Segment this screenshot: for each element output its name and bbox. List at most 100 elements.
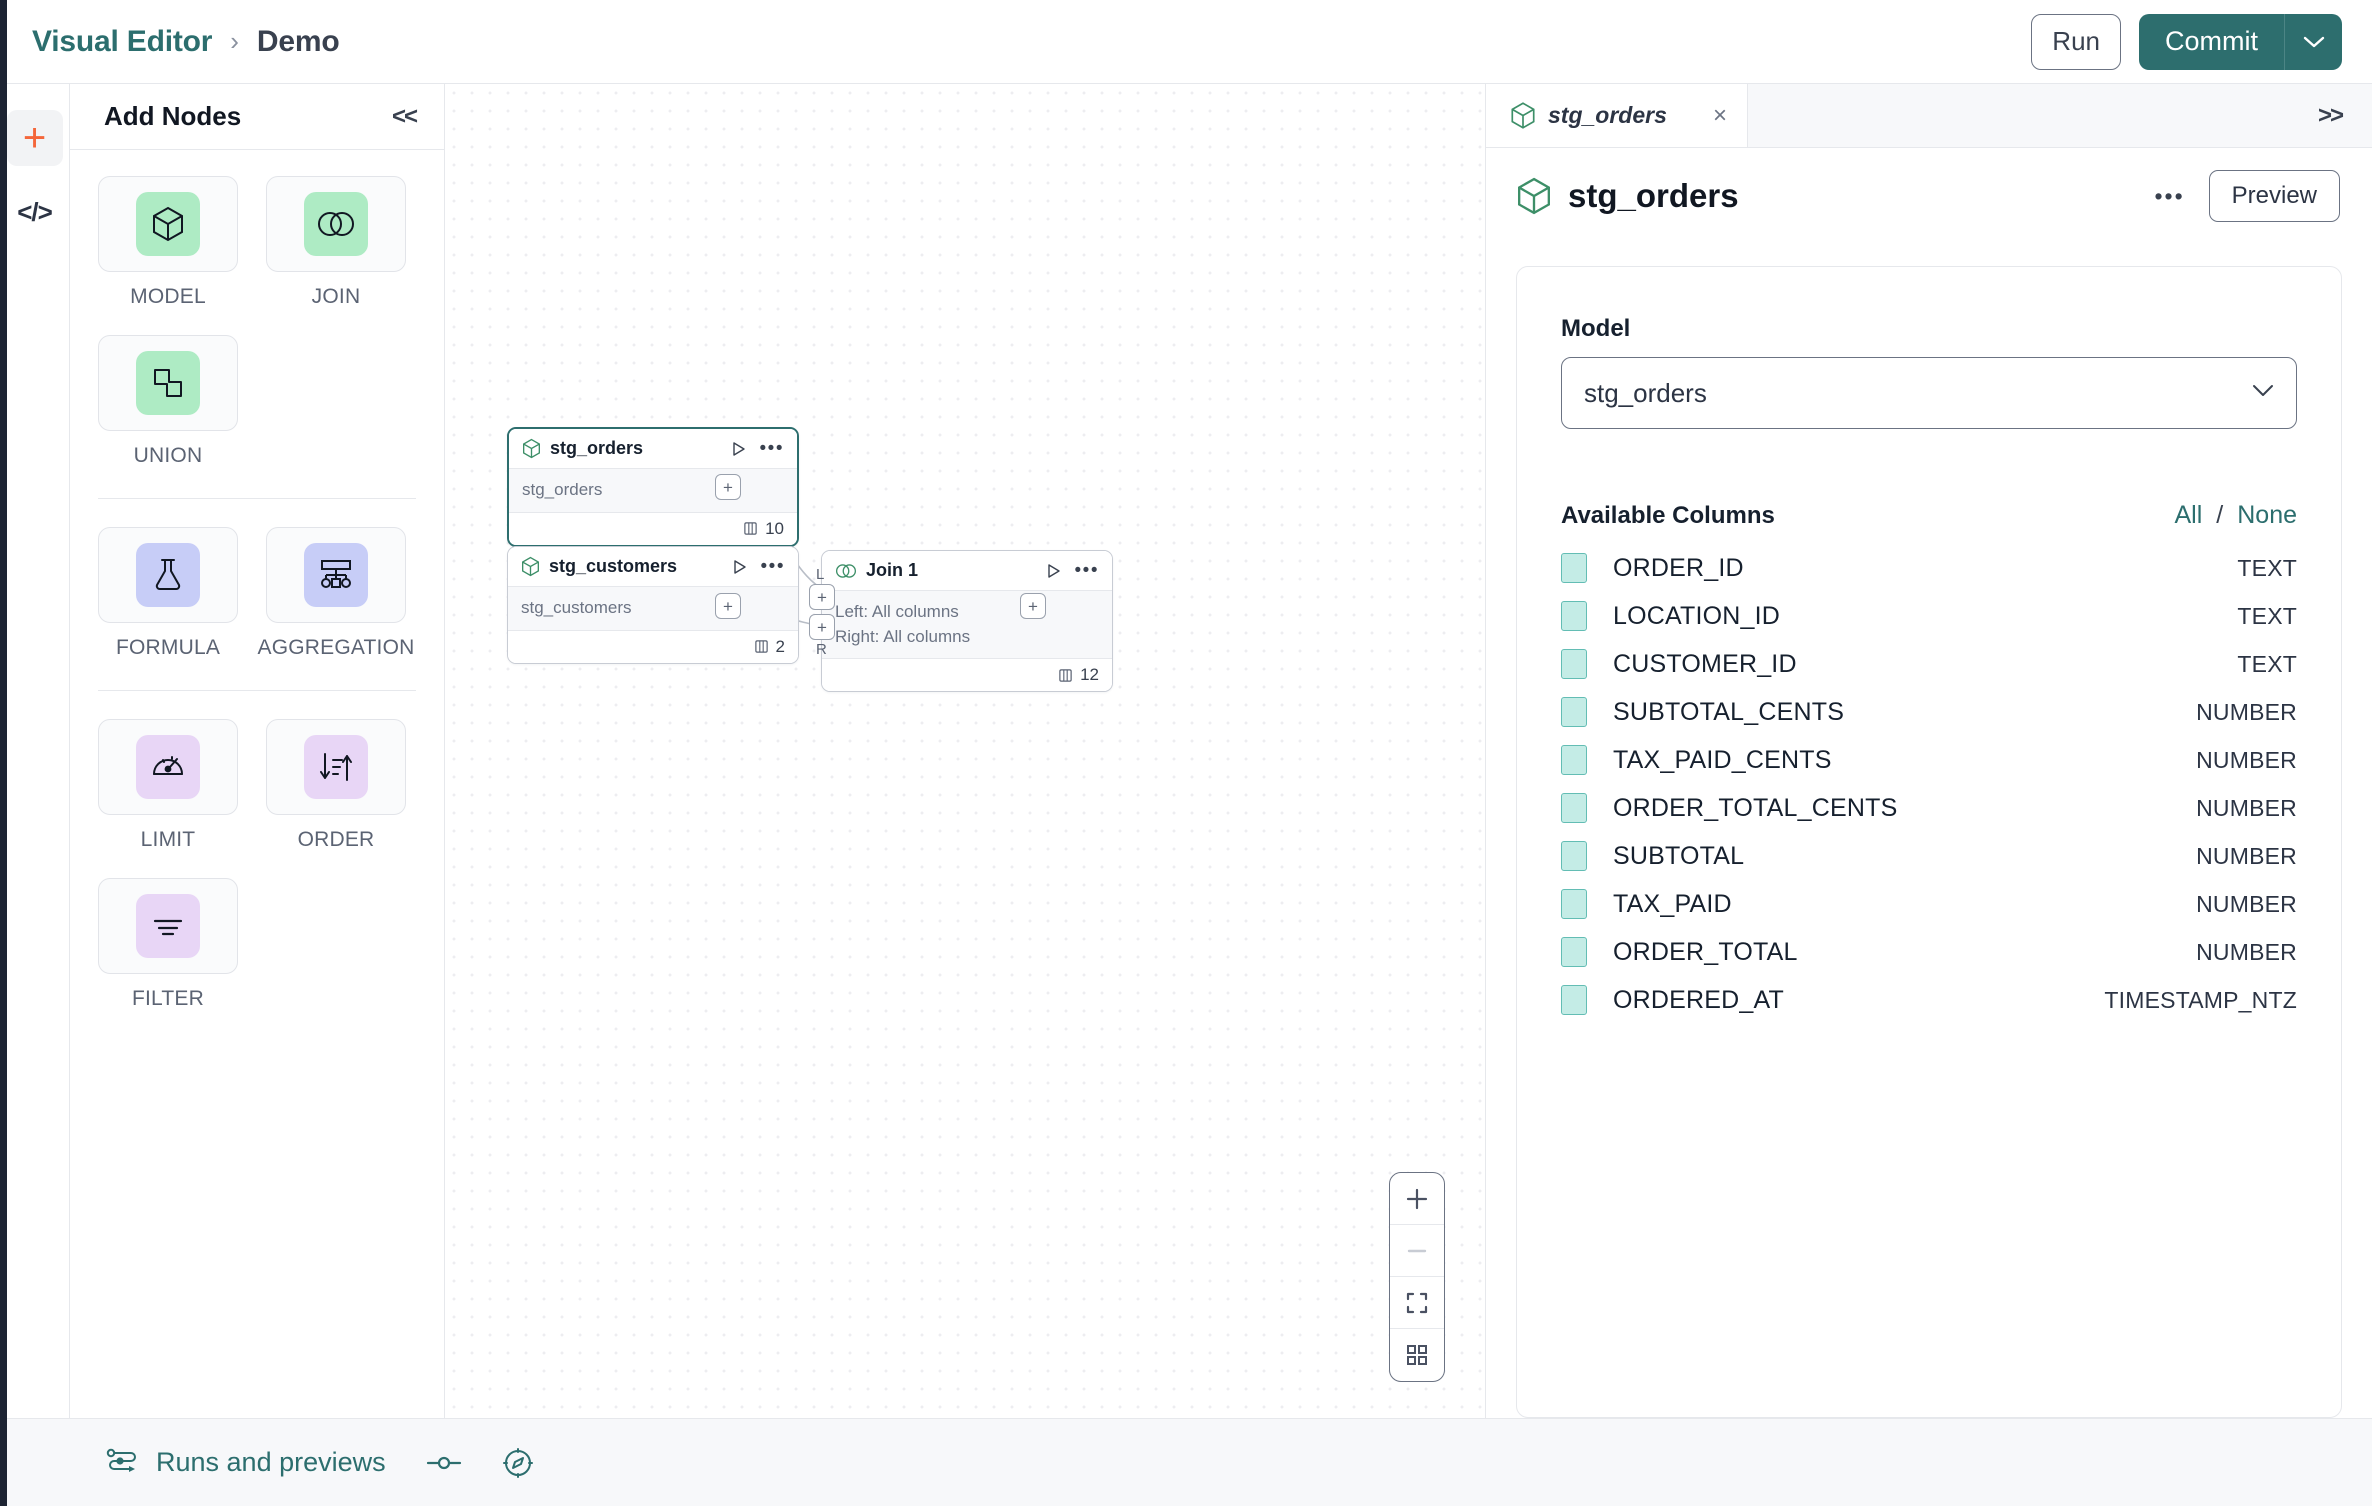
node-actions: •••: [1046, 559, 1099, 581]
palette-tile-filter[interactable]: [98, 878, 238, 974]
input-port-join-right[interactable]: +: [809, 614, 835, 640]
list-item[interactable]: SUBTOTAL NUMBER: [1561, 832, 2297, 880]
list-item[interactable]: ORDER_TOTAL_CENTS NUMBER: [1561, 784, 2297, 832]
runs-and-previews-button[interactable]: Runs and previews: [105, 1447, 386, 1478]
list-item[interactable]: ORDERED_AT TIMESTAMP_NTZ: [1561, 976, 2297, 1024]
add-nodes-title: Add Nodes: [104, 101, 242, 131]
list-item[interactable]: CUSTOMER_ID TEXT: [1561, 640, 2297, 688]
inspector-header: stg_orders ••• Preview: [1486, 148, 2372, 244]
palette-tile-model[interactable]: [98, 176, 238, 272]
palette-item-model[interactable]: MODEL: [98, 176, 238, 309]
inspector-more-icon[interactable]: •••: [2154, 183, 2185, 209]
commit-dropdown-button[interactable]: [2284, 13, 2342, 70]
column-checkbox[interactable]: [1561, 937, 1587, 967]
column-checkbox[interactable]: [1561, 841, 1587, 871]
list-item[interactable]: SUBTOTAL_CENTS NUMBER: [1561, 688, 2297, 736]
expand-panel-button[interactable]: >>: [2317, 101, 2344, 129]
palette-tile-order[interactable]: [266, 719, 406, 815]
inspector-tab-stg-orders[interactable]: stg_orders ×: [1486, 84, 1748, 147]
palette-tile-formula[interactable]: [98, 527, 238, 623]
zoom-out-button[interactable]: [1390, 1225, 1444, 1277]
node-footer: 12: [822, 659, 1112, 692]
breadcrumb-current: Demo: [256, 24, 340, 58]
column-checkbox[interactable]: [1561, 553, 1587, 583]
palette-item-limit[interactable]: LIMIT: [98, 719, 238, 852]
node-more-icon[interactable]: •••: [1074, 559, 1099, 581]
add-node-rail-button[interactable]: +: [6, 110, 63, 166]
play-icon[interactable]: [1046, 563, 1062, 579]
column-name: ORDER_ID: [1613, 553, 1744, 582]
available-columns-title: Available Columns: [1561, 502, 1775, 529]
toggle-icon: [426, 1456, 461, 1469]
flow-canvas[interactable]: stg_orders ••• stg_orders: [445, 84, 1486, 1418]
commit-button[interactable]: Commit: [2139, 13, 2284, 70]
column-checkbox[interactable]: [1561, 601, 1587, 631]
minus-icon: [1407, 1249, 1427, 1252]
column-checkbox[interactable]: [1561, 793, 1587, 823]
palette-item-order[interactable]: ORDER: [266, 719, 406, 852]
column-name: TAX_PAID_CENTS: [1613, 745, 1832, 774]
select-all-link[interactable]: All: [2174, 501, 2203, 529]
node-footer: 2: [508, 630, 798, 663]
palette-item-union[interactable]: UNION: [98, 335, 238, 468]
select-none-link[interactable]: None: [2237, 501, 2297, 529]
palette-tile-aggregation[interactable]: [266, 527, 406, 623]
collapse-panel-button[interactable]: <<: [391, 102, 418, 130]
node-more-icon[interactable]: •••: [759, 437, 784, 459]
node-actions: •••: [731, 437, 784, 459]
inspector-tab-bar: stg_orders × >>: [1486, 84, 2372, 148]
play-icon[interactable]: [732, 559, 748, 575]
column-name: ORDERED_AT: [1613, 985, 1785, 1014]
fit-view-button[interactable]: [1390, 1277, 1444, 1329]
toggle-button[interactable]: [426, 1454, 462, 1472]
minimap-button[interactable]: [1390, 1329, 1444, 1381]
canvas-node-join-1[interactable]: Join 1 ••• Left: All columns Right: All …: [821, 550, 1113, 693]
close-icon[interactable]: ×: [1712, 101, 1727, 129]
palette-item-join[interactable]: JOIN: [266, 176, 406, 309]
list-item[interactable]: TAX_PAID NUMBER: [1561, 880, 2297, 928]
add-nodes-body: MODEL JOIN: [70, 150, 444, 1037]
inspector-actions: ••• Preview: [2154, 170, 2340, 222]
palette-tile-limit[interactable]: [98, 719, 238, 815]
column-checkbox[interactable]: [1561, 649, 1587, 679]
cube-icon: [153, 206, 183, 242]
node-more-icon[interactable]: •••: [760, 555, 785, 577]
list-item[interactable]: ORDER_TOTAL NUMBER: [1561, 928, 2297, 976]
node-subtitle-left: Left: All columns: [835, 602, 959, 621]
output-port-stg-orders[interactable]: +: [715, 474, 741, 500]
list-item[interactable]: ORDER_ID TEXT: [1561, 544, 2297, 592]
palette-item-filter[interactable]: FILTER: [98, 878, 238, 1011]
preview-button[interactable]: Preview: [2208, 170, 2340, 222]
node-body: stg_customers: [508, 587, 798, 631]
list-item[interactable]: TAX_PAID_CENTS NUMBER: [1561, 736, 2297, 784]
column-checkbox[interactable]: [1561, 697, 1587, 727]
column-type: NUMBER: [2196, 842, 2297, 869]
node-footer: 10: [509, 512, 797, 545]
canvas-node-stg-orders[interactable]: stg_orders ••• stg_orders: [507, 427, 799, 547]
palette-item-formula[interactable]: FORMULA: [98, 527, 238, 660]
node-title: stg_customers: [549, 556, 678, 576]
zoom-in-button[interactable]: [1390, 1173, 1444, 1225]
code-view-rail-button[interactable]: </>: [7, 184, 63, 240]
palette-tile-union[interactable]: [98, 335, 238, 431]
play-icon[interactable]: [731, 441, 747, 457]
canvas-node-stg-customers[interactable]: stg_customers ••• stg_customers: [507, 546, 799, 664]
run-button[interactable]: Run: [2031, 13, 2121, 70]
breadcrumb-root[interactable]: Visual Editor: [32, 24, 213, 58]
output-port-join-1[interactable]: +: [1020, 593, 1046, 619]
node-subtitle-right: Right: All columns: [835, 626, 971, 646]
column-checkbox[interactable]: [1561, 985, 1587, 1015]
model-select[interactable]: stg_orders: [1561, 357, 2297, 429]
list-item[interactable]: LOCATION_ID TEXT: [1561, 592, 2297, 640]
chevron-down-glyph: [2253, 385, 2273, 396]
output-port-stg-customers[interactable]: +: [715, 593, 741, 619]
palette-item-aggregation[interactable]: AGGREGATION: [258, 527, 414, 660]
compass-button[interactable]: [502, 1447, 534, 1479]
column-checkbox[interactable]: [1561, 745, 1587, 775]
palette-tile-join[interactable]: [266, 176, 406, 272]
compass-icon: [502, 1447, 533, 1478]
cube-icon: [1511, 102, 1535, 129]
column-checkbox[interactable]: [1561, 889, 1587, 919]
input-port-join-left[interactable]: +: [809, 584, 835, 610]
available-columns-header: Available Columns All / None: [1561, 501, 2297, 530]
